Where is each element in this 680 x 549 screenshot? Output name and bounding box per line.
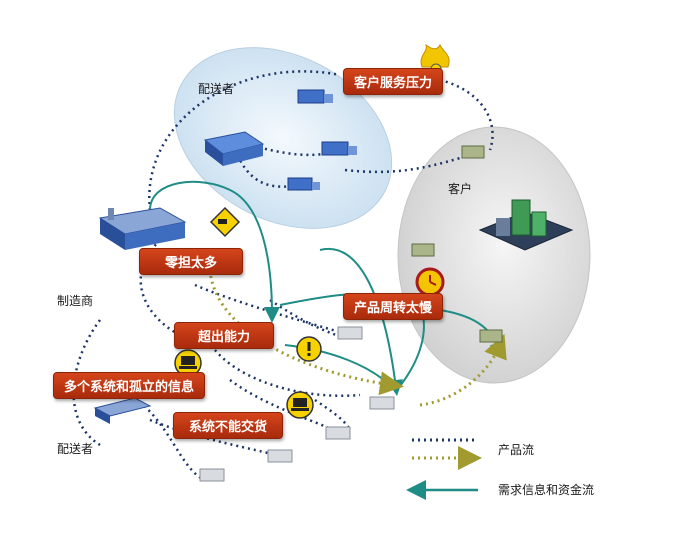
issue-customer-service-pressure: 客户服务压力	[343, 68, 444, 95]
distributor-region	[173, 47, 393, 229]
issue-system-cannot-deliver: 系统不能交货	[173, 412, 283, 439]
customer-label: 客户	[448, 182, 473, 196]
legend	[406, 438, 482, 500]
legend-product-flow-label: 产品流	[498, 443, 535, 457]
distributor-warehouses	[203, 89, 357, 191]
computer-sign-right	[286, 391, 314, 419]
issue-slow-product-turnover: 产品周转太慢	[343, 293, 444, 320]
clock-icon	[415, 267, 445, 297]
distributor-bottom-warehouse	[93, 397, 152, 424]
factory-icon	[98, 207, 187, 250]
issue-too-many-handoffs: 零担太多	[139, 248, 243, 275]
customer-region	[397, 126, 591, 384]
warehouse-icon	[203, 131, 265, 166]
exclamation-sign	[296, 336, 322, 362]
distributor-top-label: 配送者	[198, 82, 235, 96]
legend-info-funds-label: 需求信息和资金流	[498, 483, 595, 497]
truck-icon	[297, 89, 333, 104]
olive-flow-lines	[208, 269, 507, 407]
issue-isolated-systems: 多个系统和孤立的信息	[53, 372, 206, 399]
delivery-trucks	[199, 326, 395, 482]
customer-trucks	[411, 145, 503, 343]
customer-city-icon	[478, 199, 574, 251]
distributor-bottom-label: 配送者	[57, 442, 94, 456]
truck-warning-sign	[209, 206, 241, 238]
truck-icon	[321, 141, 357, 156]
issue-over-capacity: 超出能力	[174, 322, 274, 349]
manufacturer-label: 制造商	[57, 294, 94, 308]
truck-icon	[287, 177, 320, 191]
